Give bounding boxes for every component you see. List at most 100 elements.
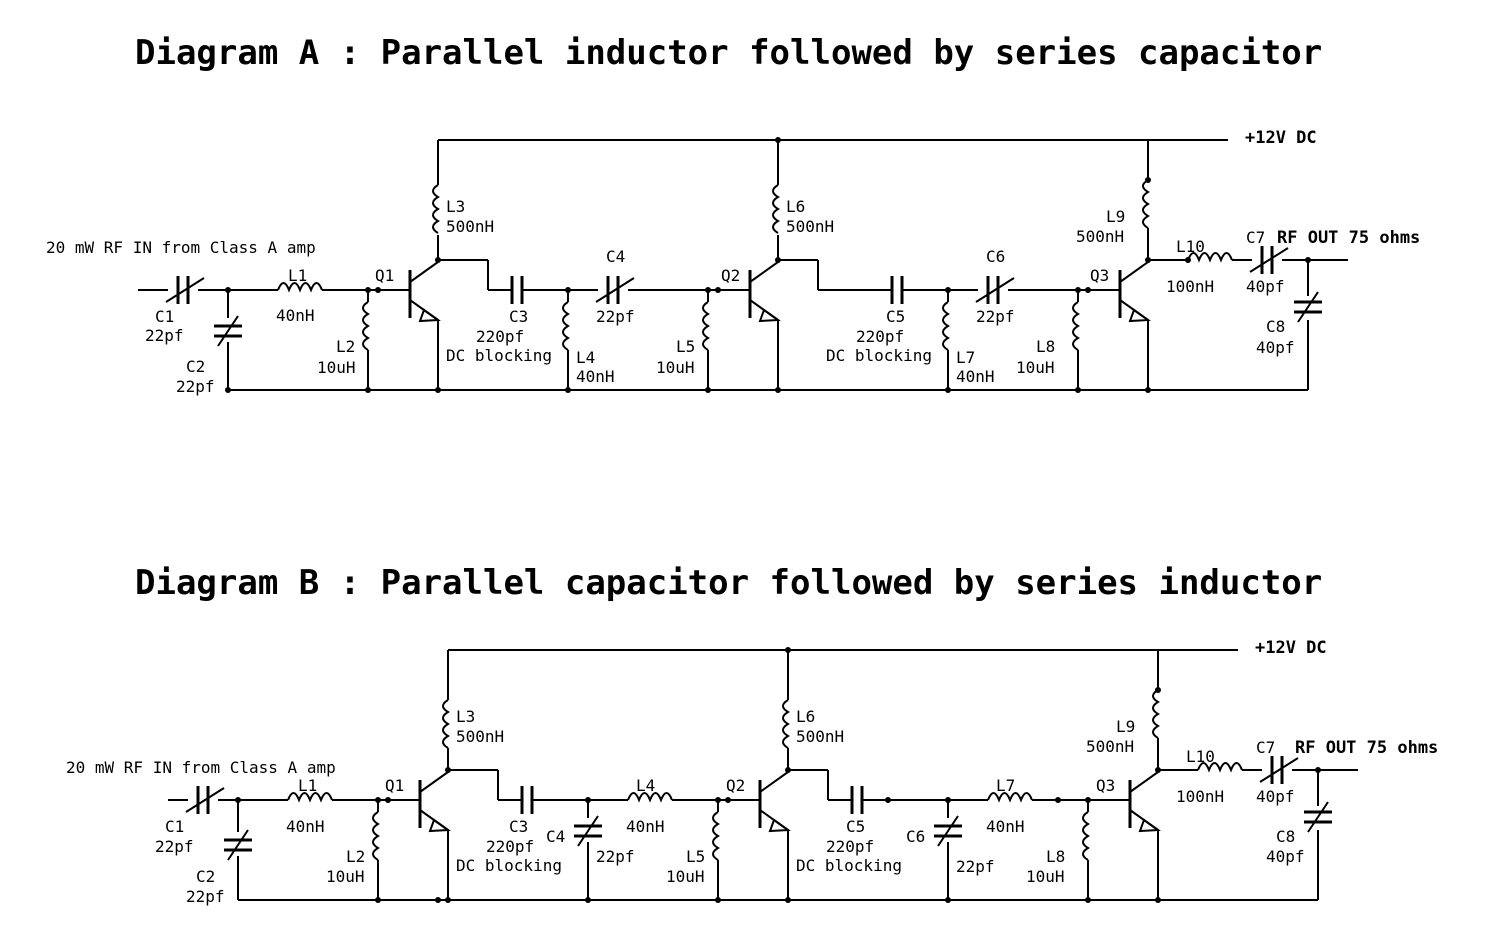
label-b-c2-value: 22pf bbox=[186, 887, 225, 906]
label-b-l6: L6 bbox=[796, 707, 815, 726]
label-a-c8: C8 bbox=[1266, 317, 1285, 336]
label-a-c3-note: DC blocking bbox=[446, 346, 552, 365]
label-a-q1: Q1 bbox=[375, 266, 394, 285]
label-b-c7-value: 40pf bbox=[1256, 787, 1295, 806]
label-b-l1-value: 40nH bbox=[286, 817, 325, 836]
label-a-l5: L5 bbox=[676, 337, 695, 356]
label-a-l8-value: 10uH bbox=[1016, 358, 1055, 377]
label-a-l6: L6 bbox=[786, 197, 805, 216]
label-b-l9: L9 bbox=[1116, 717, 1135, 736]
label-a-l5-value: 10uH bbox=[656, 358, 695, 377]
label-a-l6-value: 500nH bbox=[786, 217, 834, 236]
label-a-c6-value: 22pf bbox=[976, 307, 1015, 326]
diagram-b-title: Diagram B : Parallel capacitor followed … bbox=[135, 563, 1322, 603]
label-b-c5: C5 bbox=[846, 817, 865, 836]
label-a-q3: Q3 bbox=[1090, 266, 1109, 285]
label-b-l6-value: 500nH bbox=[796, 727, 844, 746]
label-a-c2: C2 bbox=[186, 357, 205, 376]
label-b-l8: L8 bbox=[1046, 847, 1065, 866]
label-b-c4: C4 bbox=[546, 827, 565, 846]
label-b-c8: C8 bbox=[1276, 827, 1295, 846]
label-a-c7: C7 bbox=[1246, 228, 1265, 247]
label-b-c6-value: 22pf bbox=[956, 857, 995, 876]
label-a-l3-value: 500nH bbox=[446, 217, 494, 236]
label-b-c1: C1 bbox=[165, 817, 184, 836]
label-a-l9-value: 500nH bbox=[1076, 227, 1124, 246]
diagram-a-transistor-arrows bbox=[418, 308, 1151, 323]
diagram-b-inductors bbox=[287, 689, 1243, 861]
label-b-c3: C3 bbox=[509, 817, 528, 836]
label-a-c1-value: 22pf bbox=[145, 326, 184, 345]
diagram-a-wires bbox=[138, 139, 1348, 391]
diagram-b-labels: +12V DC 20 mW RF IN from Class A amp RF … bbox=[66, 638, 1438, 906]
diagram-a: +12V DC 20 mW RF IN from Class A amp RF … bbox=[46, 128, 1420, 396]
label-a-l10: L10 bbox=[1176, 237, 1205, 256]
label-b-q2: Q2 bbox=[726, 776, 745, 795]
label-b-c2: C2 bbox=[196, 867, 215, 886]
label-a-c1: C1 bbox=[155, 307, 174, 326]
label-b-q1: Q1 bbox=[385, 776, 404, 795]
label-b-l10-value: 100nH bbox=[1176, 787, 1224, 806]
label-b-l2-value: 10uH bbox=[326, 867, 365, 886]
diagram-a-inductors bbox=[277, 179, 1233, 351]
diagram-a-title: Diagram A : Parallel inductor followed b… bbox=[135, 33, 1322, 73]
label-a-c6: C6 bbox=[986, 247, 1005, 266]
label-a-c5-value: 220pf bbox=[856, 327, 904, 346]
label-a-input: 20 mW RF IN from Class A amp bbox=[46, 238, 316, 257]
label-b-c8-value: 40pf bbox=[1266, 847, 1305, 866]
label-a-l10-value: 100nH bbox=[1166, 277, 1214, 296]
label-a-l1-value: 40nH bbox=[276, 306, 315, 325]
label-b-output: RF OUT 75 ohms bbox=[1295, 738, 1438, 758]
label-b-l7: L7 bbox=[996, 776, 1015, 795]
label-a-l9: L9 bbox=[1106, 207, 1125, 226]
label-b-c4-value: 22pf bbox=[596, 847, 635, 866]
diagram-a-labels: +12V DC 20 mW RF IN from Class A amp RF … bbox=[46, 128, 1420, 396]
label-a-l7-value: 40nH bbox=[956, 367, 995, 386]
label-a-c4: C4 bbox=[606, 247, 625, 266]
label-a-c8-value: 40pf bbox=[1256, 338, 1295, 357]
label-b-l2: L2 bbox=[346, 847, 365, 866]
label-b-c3-note: DC blocking bbox=[456, 856, 562, 875]
label-a-supply: +12V DC bbox=[1245, 128, 1317, 148]
label-b-q3: Q3 bbox=[1096, 776, 1115, 795]
label-b-c5-note: DC blocking bbox=[796, 856, 902, 875]
label-b-input: 20 mW RF IN from Class A amp bbox=[66, 758, 336, 777]
label-b-l5-value: 10uH bbox=[666, 867, 705, 886]
label-b-c5-value: 220pf bbox=[826, 837, 874, 856]
label-a-l2: L2 bbox=[336, 337, 355, 356]
diagram-a-capacitors bbox=[165, 246, 1322, 347]
label-b-l3: L3 bbox=[456, 707, 475, 726]
label-a-c7-value: 40pf bbox=[1246, 277, 1285, 296]
label-a-l4: L4 bbox=[576, 348, 595, 367]
diagram-b: +12V DC 20 mW RF IN from Class A amp RF … bbox=[66, 638, 1438, 906]
label-b-l7-value: 40nH bbox=[986, 817, 1025, 836]
label-a-l3: L3 bbox=[446, 197, 465, 216]
label-b-l10: L10 bbox=[1186, 747, 1215, 766]
label-a-c3: C3 bbox=[509, 307, 528, 326]
diagram-b-nodes bbox=[235, 647, 1321, 903]
label-a-q2: Q2 bbox=[721, 266, 740, 285]
label-b-l8-value: 10uH bbox=[1026, 867, 1065, 886]
label-a-c4-value: 22pf bbox=[596, 307, 635, 326]
label-b-c3-value: 220pf bbox=[486, 837, 534, 856]
label-b-c7: C7 bbox=[1256, 738, 1275, 757]
label-a-l1: L1 bbox=[288, 266, 307, 285]
label-a-l7: L7 bbox=[956, 348, 975, 367]
diagram-b-capacitors bbox=[185, 756, 1332, 861]
label-a-output: RF OUT 75 ohms bbox=[1277, 228, 1420, 248]
label-b-supply: +12V DC bbox=[1255, 638, 1327, 658]
label-b-l4-value: 40nH bbox=[626, 817, 665, 836]
diagram-b-transistor-arrows bbox=[428, 818, 1161, 833]
label-b-c1-value: 22pf bbox=[155, 837, 194, 856]
label-b-l1: L1 bbox=[298, 776, 317, 795]
diagram-a-nodes bbox=[225, 137, 1311, 393]
label-b-l3-value: 500nH bbox=[456, 727, 504, 746]
label-a-l4-value: 40nH bbox=[576, 367, 615, 386]
label-b-l9-value: 500nH bbox=[1086, 737, 1134, 756]
label-a-c5-note: DC blocking bbox=[826, 346, 932, 365]
label-a-l2-value: 10uH bbox=[317, 358, 356, 377]
label-a-c5: C5 bbox=[886, 307, 905, 326]
diagram-b-wires bbox=[168, 649, 1358, 901]
label-b-c6: C6 bbox=[906, 827, 925, 846]
